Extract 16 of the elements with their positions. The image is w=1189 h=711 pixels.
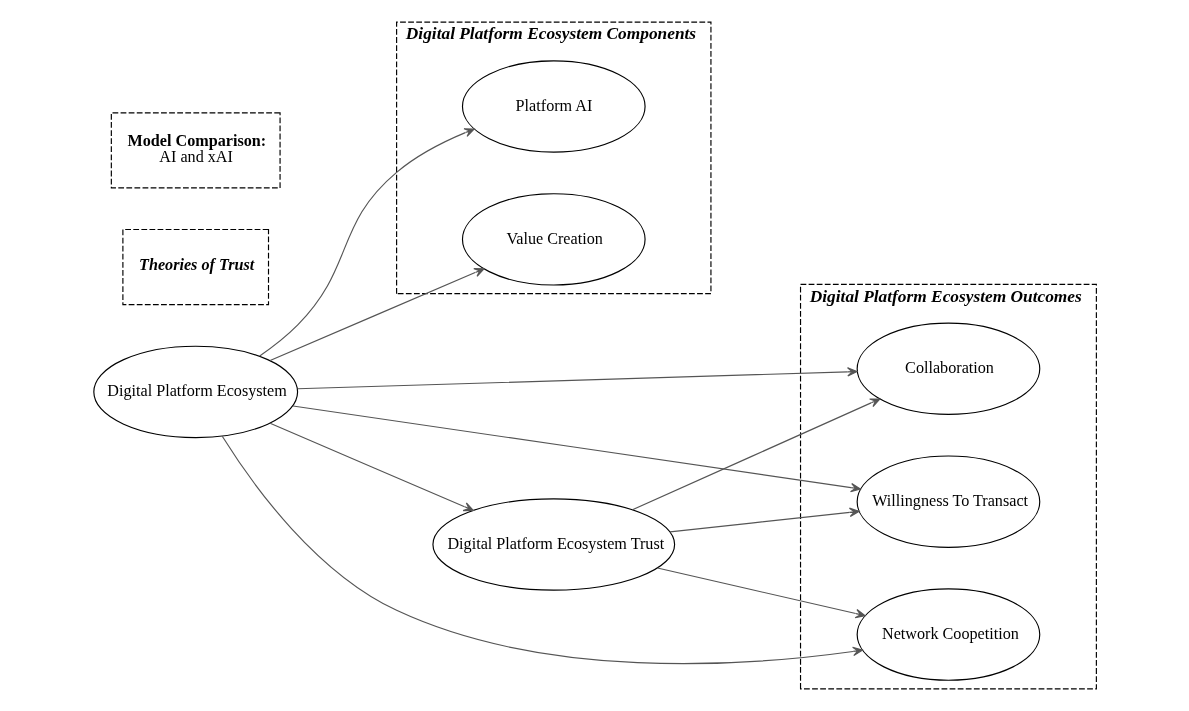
arrow [269, 422, 474, 512]
node-box: Theories of Trust [121, 228, 269, 306]
node-ellipse: Collaboration [856, 322, 1040, 415]
arrow [296, 367, 858, 390]
arrow [291, 405, 861, 493]
arrow [221, 435, 863, 665]
arrow [631, 398, 880, 511]
arrow [269, 268, 485, 362]
node-ellipse: Digital Platform Ecosystem [92, 345, 298, 439]
node-ellipse: Digital Platform Ecosystem Trust [431, 498, 675, 591]
arrow [258, 128, 475, 357]
node-ellipse: Willingness To Transact [856, 455, 1040, 548]
node-box: Model Comparison: AI and xAI [110, 112, 281, 189]
arrow [668, 507, 860, 533]
arrow [656, 567, 866, 619]
node-ellipse: Value Creation [461, 193, 646, 286]
